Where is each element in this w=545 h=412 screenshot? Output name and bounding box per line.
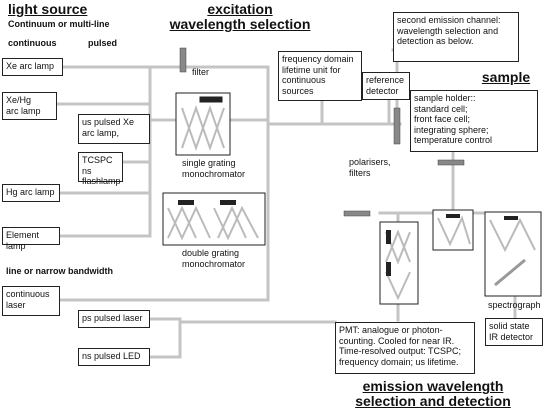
box-xe-arc-lamp: Xe arc lamp [2, 58, 63, 76]
box-ns-pulsed-led: ns pulsed LED [78, 348, 150, 366]
box-element-lamp: Element lamp [2, 227, 60, 251]
box-tcspc-flashlamp: TCSPC ns flashlamp [78, 152, 123, 186]
box-ps-pulsed-laser: ps pulsed laser [78, 310, 150, 328]
box-second-emission-channel: second emission channel: wavelength sele… [393, 12, 519, 62]
box-reference-detector: reference detector [362, 72, 410, 100]
subheading-pulsed: pulsed [88, 38, 118, 48]
heading-sample: sample [481, 69, 531, 85]
box-solid-state-ir-detector: solid state IR detector [485, 318, 543, 346]
subheading-line-narrow: line or narrow bandwidth [6, 266, 114, 276]
label-single-grating: single grating monochromator [182, 158, 246, 179]
box-hg-arc-lamp: Hg arc lamp [2, 184, 60, 202]
label-spectrograph: spectrograph [488, 300, 541, 310]
box-us-pulsed-xe: us pulsed Xe arc lamp, [78, 114, 150, 144]
heading-emission: emission wavelength selection and detect… [355, 378, 511, 410]
heading-excitation: excitation wavelength selection [169, 1, 311, 33]
box-sample-holder: sample holder:: standard cell; front fac… [410, 90, 538, 152]
label-filter: filter [192, 67, 210, 77]
subheading-continuous: continuous [8, 38, 57, 48]
heading-light-source: light source [8, 1, 88, 17]
subheading-continuum: Continuum or multi-line [8, 19, 110, 29]
box-frequency-domain-unit: frequency domain lifetime unit for conti… [278, 51, 362, 101]
box-xe-hg-arc-lamp: Xe/Hg arc lamp [2, 92, 57, 120]
box-pmt-detector: PMT: analogue or photon- counting. Coole… [335, 322, 475, 374]
label-polarisers-filters: polarisers, filters [349, 157, 391, 178]
label-double-grating: double grating monochromator [182, 248, 246, 269]
box-continuous-laser: continuous laser [2, 286, 60, 316]
